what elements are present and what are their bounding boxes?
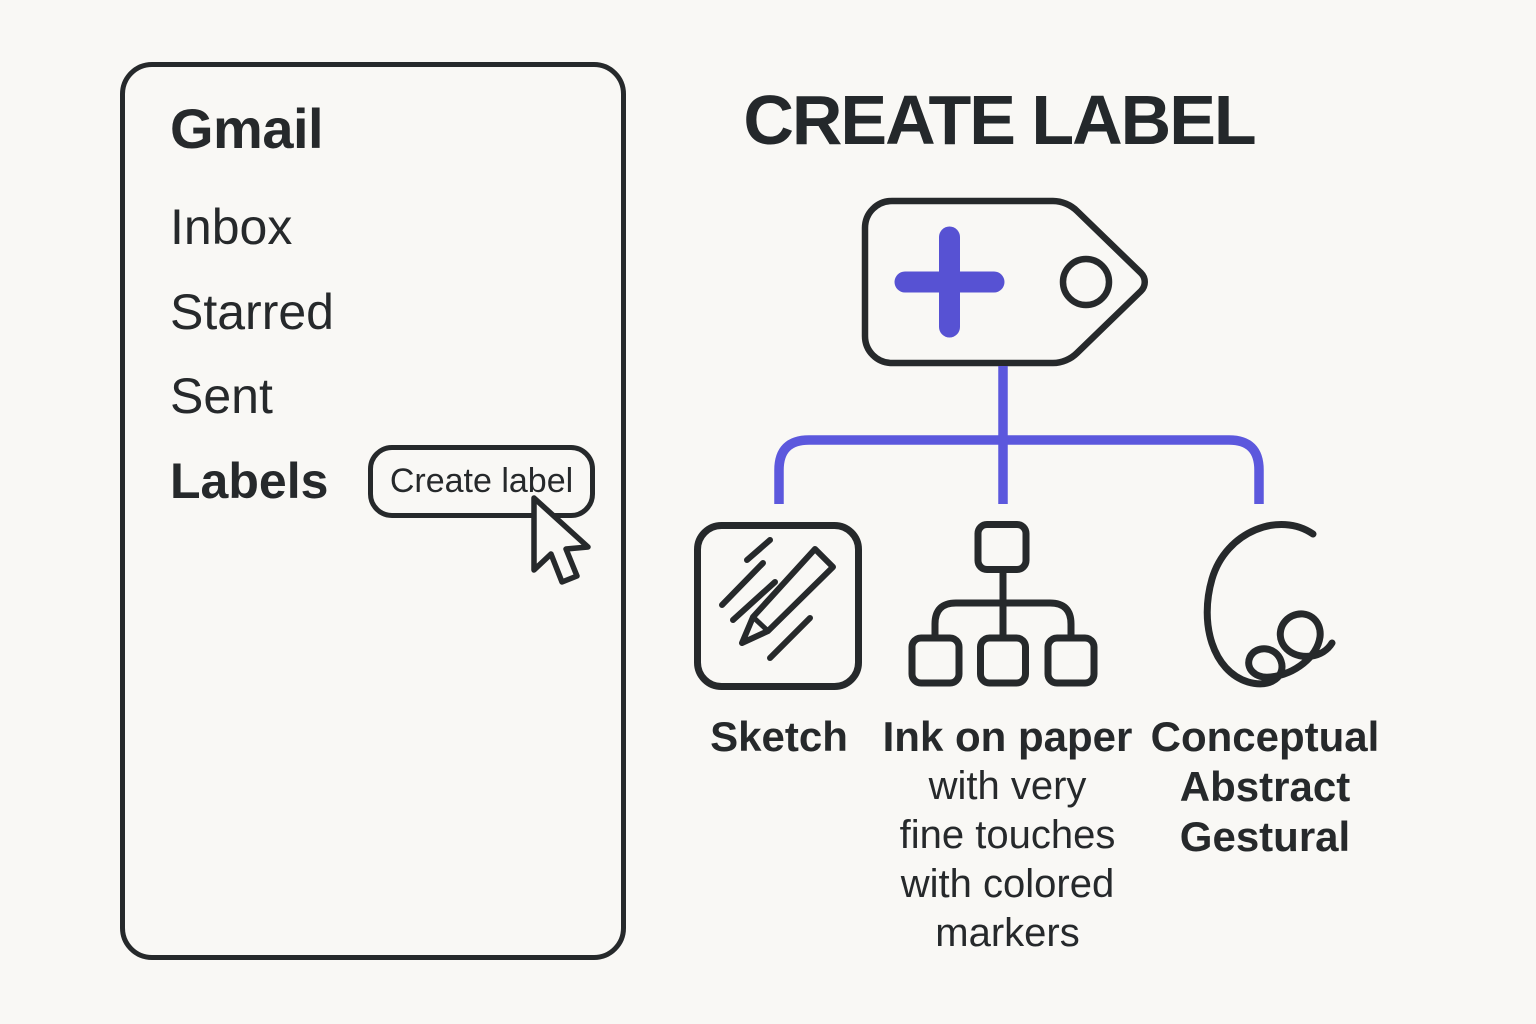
- sitemap-icon: [908, 521, 1098, 687]
- sidebar-item-inbox[interactable]: Inbox: [170, 199, 293, 255]
- scribble-icon: [1203, 521, 1336, 688]
- branch-title: Sketch: [710, 713, 848, 760]
- sidebar-item-starred[interactable]: Starred: [170, 284, 334, 340]
- tag-hole: [1059, 255, 1113, 309]
- diagram-title: CREATE LABEL: [743, 81, 1256, 159]
- sidebar-item-sent[interactable]: Sent: [170, 368, 273, 424]
- sidebar-item-labels[interactable]: Labels: [170, 453, 329, 509]
- connector-lines: [774, 366, 1264, 504]
- app-title-gmail: Gmail: [170, 97, 324, 160]
- branch-subline: fine touches: [899, 813, 1116, 857]
- branch-subline: with colored: [900, 862, 1115, 906]
- branch-label-ink-on-paper: Ink on paper with very fine touches with…: [880, 712, 1135, 958]
- branch-title: Ink on paper: [882, 713, 1133, 760]
- branch-title: Conceptual: [1150, 713, 1380, 760]
- branch-subline: markers: [935, 911, 1080, 955]
- branch-label-conceptual: Conceptual Abstract Gestural: [1140, 712, 1390, 862]
- branch-subline: Gestural: [1179, 813, 1351, 860]
- gmail-sidebar-panel: [120, 62, 626, 960]
- branch-subline: with very: [928, 764, 1087, 808]
- pencil-sketch-icon: [694, 522, 862, 690]
- branch-label-sketch: Sketch: [694, 712, 864, 762]
- branch-subline: Abstract: [1179, 763, 1351, 810]
- new-label-tag-icon: [861, 197, 1148, 367]
- create-label-button-text: Create label: [389, 462, 574, 500]
- plus-icon: [894, 226, 1005, 338]
- create-label-button[interactable]: Create label: [368, 445, 595, 518]
- cursor-icon: [531, 495, 591, 585]
